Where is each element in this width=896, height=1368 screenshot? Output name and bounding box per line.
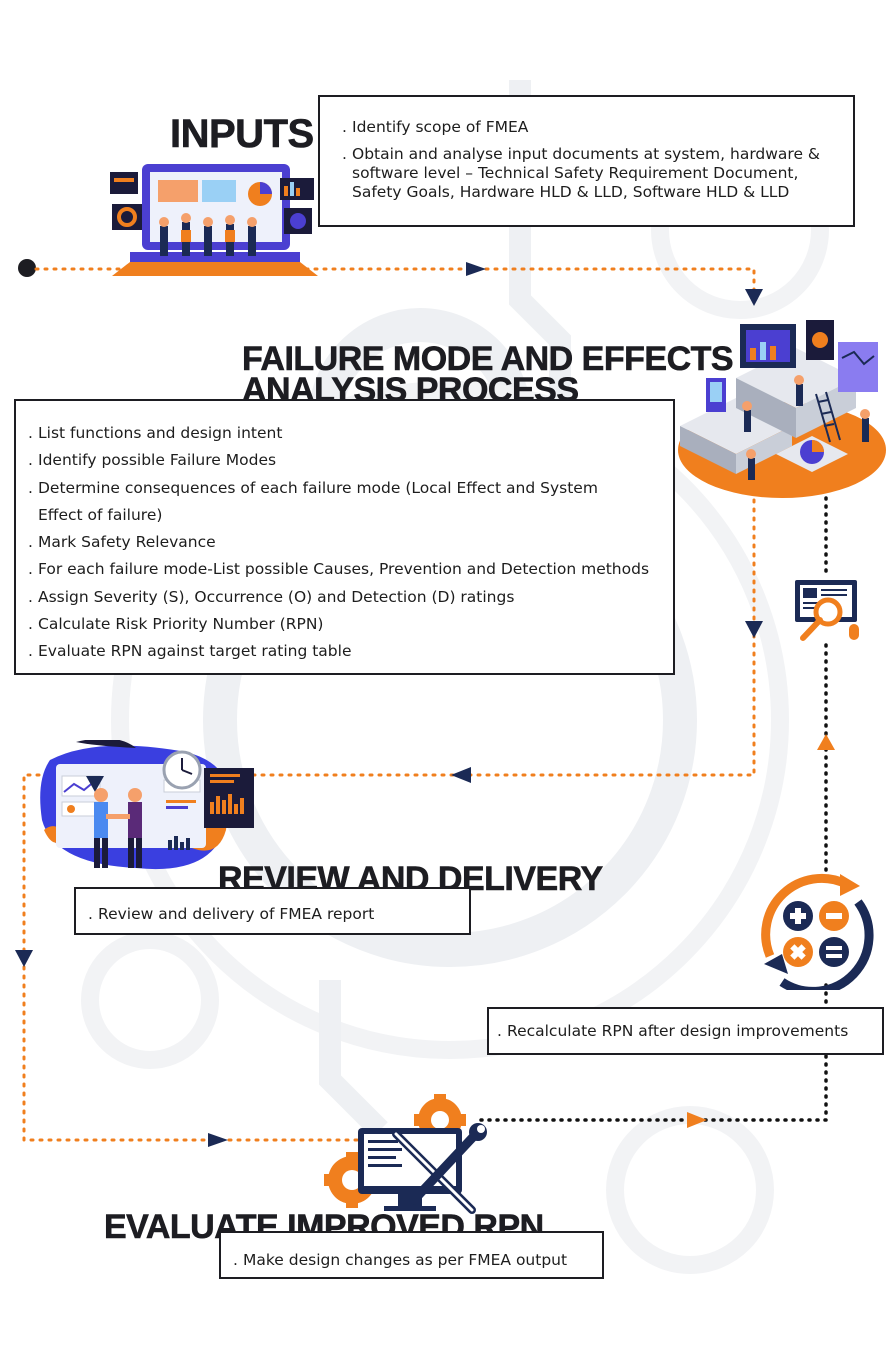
list-item: Determine consequences of each failure m… [28,475,659,530]
review-box: Review and delivery of FMEA report [74,887,471,935]
list-item: Review and delivery of FMEA report [88,905,469,924]
fmea-list: List functions and design intent Identif… [28,420,659,666]
business-handshake-icon [40,740,254,870]
list-item: Make design changes as per FMEA output [233,1251,602,1270]
monitor-tools-gear-icon [324,1094,487,1214]
arrow-left-icon [451,767,471,783]
list-item: Identify possible Failure Modes [28,447,659,475]
calculator-cycle-icon [761,873,874,990]
inputs-list: Identify scope of FMEA Obtain and analys… [342,118,827,202]
arrow-right-icon [208,1133,228,1147]
arrow-down-icon [745,289,763,306]
evaluate-box: Make design changes as per FMEA output [219,1231,604,1279]
presentation-laptop-icon [110,164,318,276]
fmea-heading: FAILURE MODE AND EFFECTS ANALYSIS PROCES… [242,340,734,408]
list-item: Mark Safety Relevance [28,529,659,557]
inputs-box: Identify scope of FMEA Obtain and analys… [318,95,855,227]
arrow-up-icon [817,734,835,750]
list-item: Recalculate RPN after design improvement… [497,1022,882,1041]
fmea-heading-line-1: FAILURE MODE AND EFFECTS [242,340,734,378]
list-item: For each failure mode-List possible Caus… [28,556,659,584]
recalculate-list: Recalculate RPN after design improvement… [497,1022,882,1041]
arrow-right-icon [687,1112,707,1128]
start-dot-icon [18,259,36,277]
list-item: Identify scope of FMEA [342,118,827,137]
list-item: List functions and design intent [28,420,659,448]
list-item: Obtain and analyse input documents at sy… [342,145,827,202]
list-item: Evaluate RPN against target rating table [28,638,659,666]
arrow-down-icon [15,950,33,967]
recalculate-box: Recalculate RPN after design improvement… [487,1007,884,1055]
inputs-heading: INPUTS [170,112,315,157]
review-list: Review and delivery of FMEA report [88,905,469,924]
isometric-analytics-icon [678,320,886,498]
document-magnifier-icon [795,580,859,641]
list-item: Assign Severity (S), Occurrence (O) and … [28,584,659,612]
arrow-right-icon [466,262,486,276]
list-item: Calculate Risk Priority Number (RPN) [28,611,659,639]
fmea-box: List functions and design intent Identif… [14,399,675,675]
evaluate-list: Make design changes as per FMEA output [233,1251,602,1270]
arrow-down-icon [745,621,763,638]
